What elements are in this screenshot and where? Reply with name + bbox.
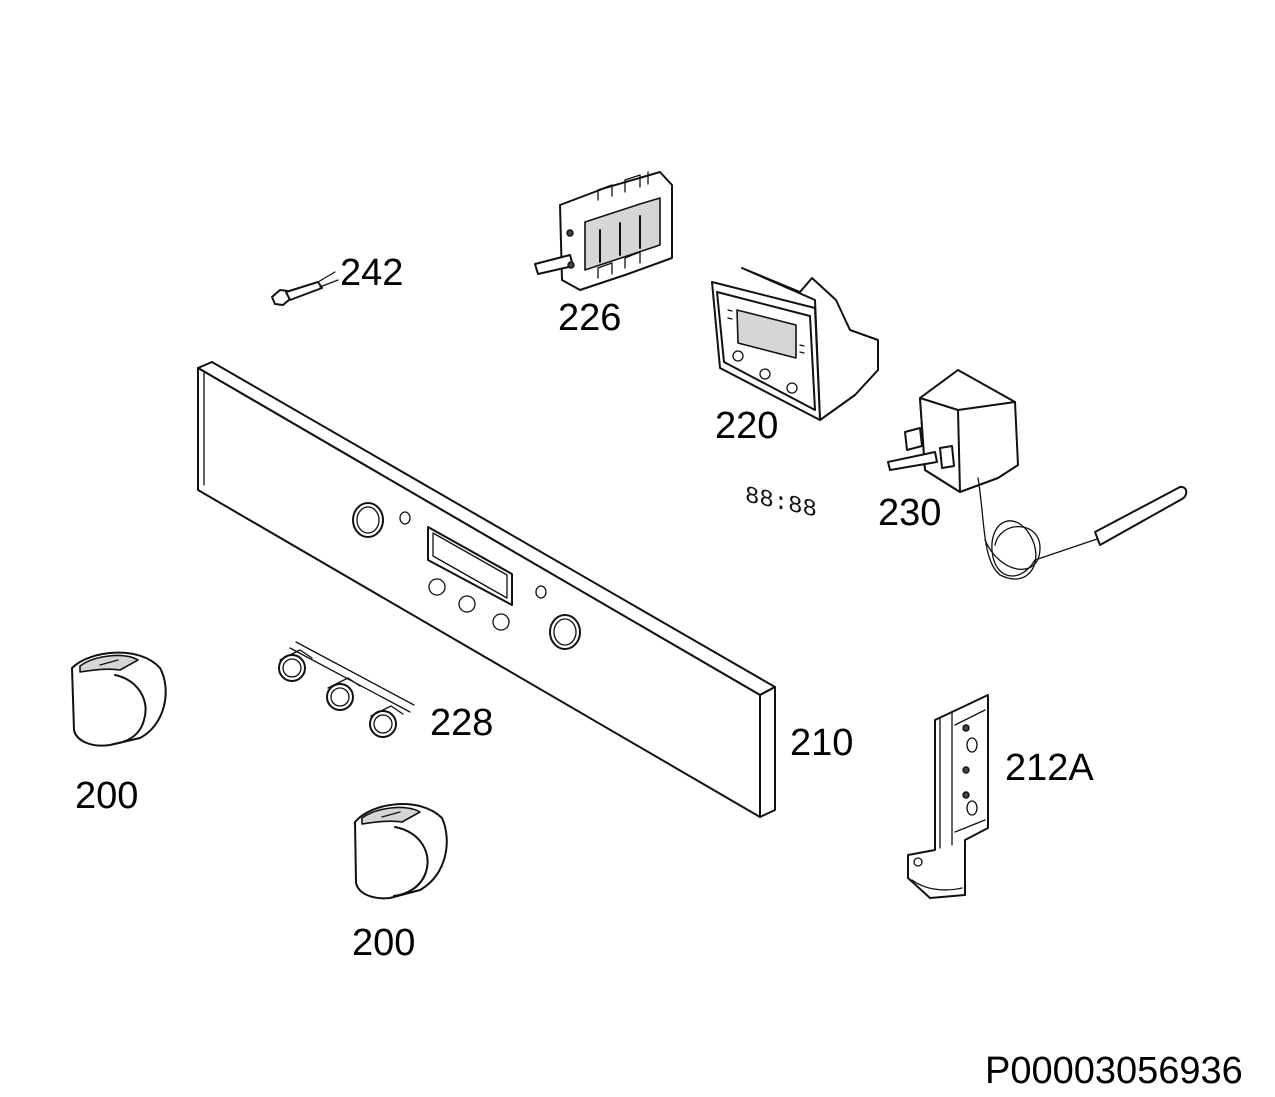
part-226-selector-switch[interactable] (534, 171, 673, 291)
label-200-upper: 200 (75, 775, 138, 817)
part-200-knob-lower[interactable] (354, 803, 448, 900)
label-220: 220 (715, 405, 778, 447)
label-212a: 212A (1005, 747, 1094, 789)
panel-knob-hole-left (352, 502, 384, 538)
label-230: 230 (878, 492, 941, 534)
label-210: 210 (790, 722, 853, 764)
part-230-thermostat[interactable] (887, 369, 1188, 580)
part-228-push-buttons[interactable] (278, 641, 415, 738)
label-242: 242 (340, 252, 403, 294)
part-212a-bracket[interactable] (907, 694, 989, 899)
panel-knob-hole-right (549, 614, 581, 650)
diagram-code: P00003056936 (985, 1050, 1243, 1092)
svg-text:88:88: 88:88 (745, 483, 817, 525)
part-200-knob-upper[interactable] (71, 651, 167, 747)
label-228: 228 (430, 702, 493, 744)
label-226: 226 (558, 297, 621, 339)
part-210-control-panel[interactable] (197, 361, 776, 818)
label-200-lower: 200 (352, 922, 415, 964)
part-220-timer-module[interactable]: 88:88 (711, 267, 879, 525)
panel-display-window (427, 526, 513, 606)
part-242-pin[interactable] (271, 271, 339, 306)
